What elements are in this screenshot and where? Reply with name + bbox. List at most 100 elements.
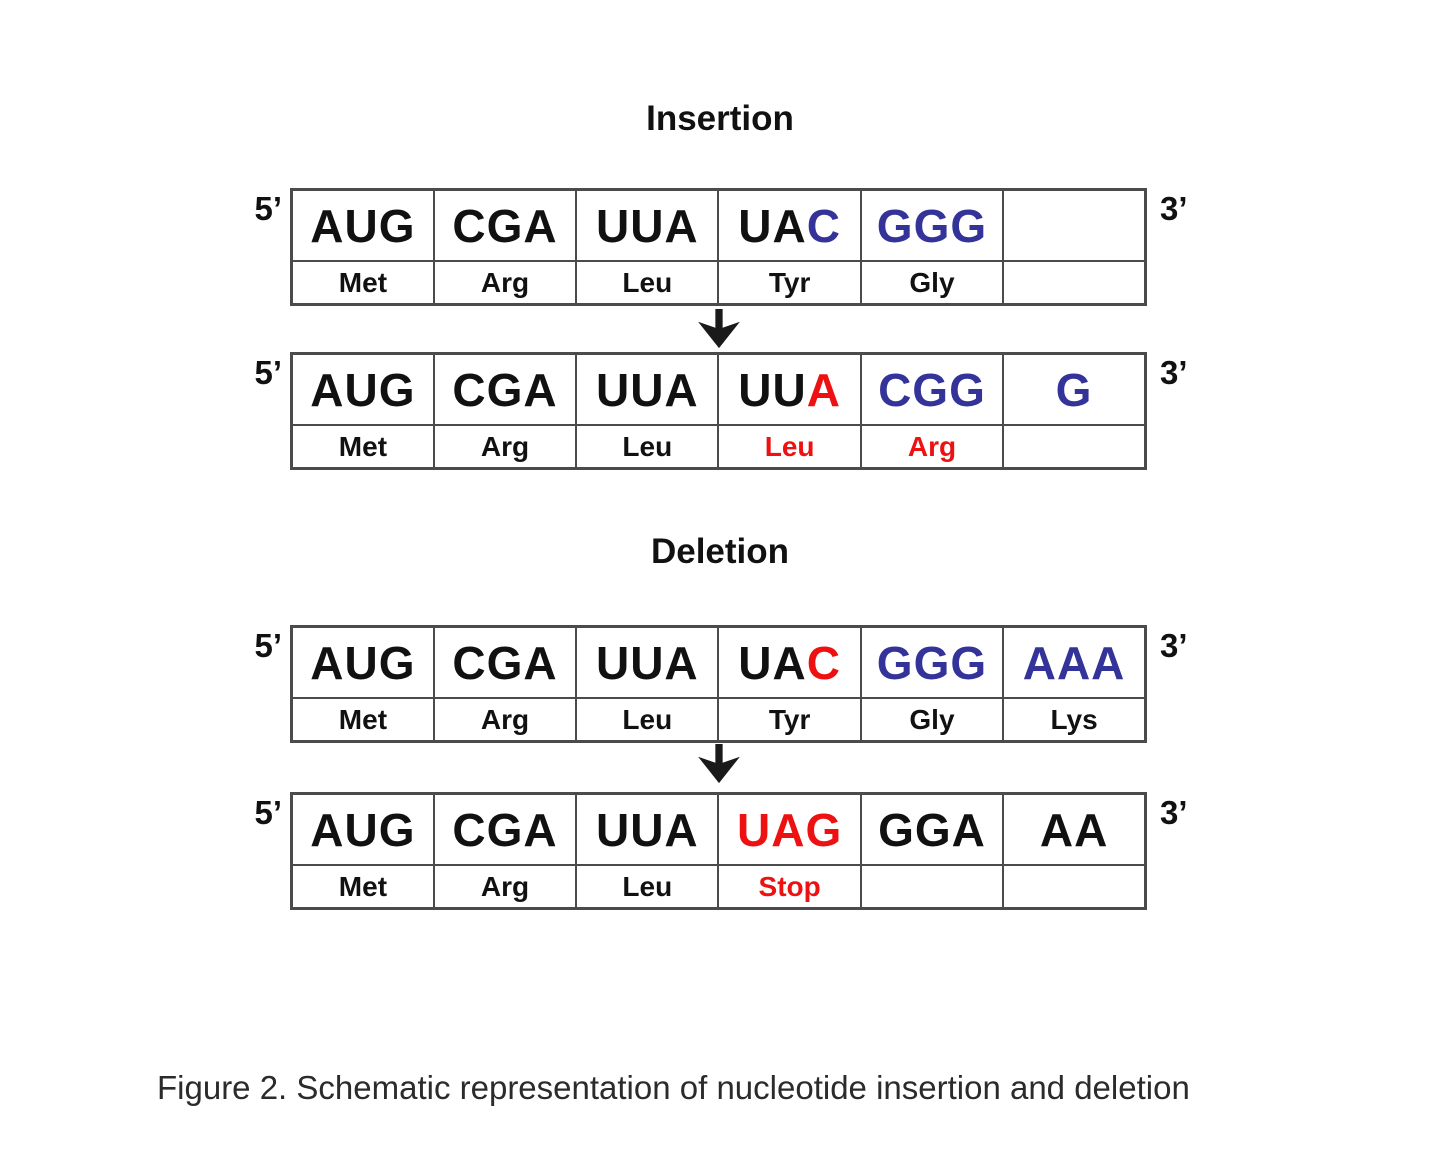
- nucleotide-text: Arg: [480, 703, 530, 735]
- nucleotide-text: CGA: [452, 636, 558, 689]
- nucleotide-text: GGG: [876, 199, 988, 252]
- codon-cell: UUA: [575, 792, 720, 866]
- amino-acid-cell: Leu: [717, 424, 862, 470]
- nucleotide-text: Arg: [907, 430, 957, 462]
- nucleotide-text: UA: [738, 199, 807, 252]
- codon-cell: CGA: [432, 625, 578, 699]
- nucleotide-text: AUG: [310, 803, 416, 856]
- nucleotide-text: A: [806, 363, 841, 416]
- nucleotide-text: AUG: [310, 636, 416, 689]
- nucleotide-text: Tyr: [768, 703, 811, 735]
- five-prime-label: 5’: [254, 627, 282, 664]
- nucleotide-text: UA: [738, 636, 807, 689]
- codon-cell: [1002, 188, 1147, 262]
- five-prime-label: 5’: [254, 190, 282, 227]
- nucleotide-text: UU: [738, 363, 807, 416]
- amino-acid-cell: Lys: [1002, 697, 1147, 743]
- nucleotide-text: GGA: [878, 803, 986, 856]
- figure-caption: Figure 2. Schematic representation of nu…: [157, 1069, 1190, 1106]
- codon-cell: G: [1002, 352, 1147, 426]
- nucleotide-text: Lys: [1050, 703, 1098, 735]
- codon-cell: GGA: [859, 792, 1005, 866]
- amino-acid-cell: Met: [290, 424, 435, 470]
- strand-deletion-before: 5’ AUG CGA UUA UAC GGG AAA Met Arg Leu Tyr Gly Lys 3’: [0, 625, 1440, 751]
- nucleotide-text: UUA: [595, 363, 699, 416]
- codon-cell: GGG: [859, 625, 1005, 699]
- nucleotide-text: GGG: [876, 636, 988, 689]
- codon-cell: UAC: [717, 625, 862, 699]
- nucleotide-text: Leu: [764, 430, 815, 462]
- section-title-deletion: Deletion: [650, 532, 790, 571]
- three-prime-label: 3’: [1160, 627, 1188, 664]
- amino-acid-cell: Leu: [575, 697, 720, 743]
- amino-acid-cell: Arg: [859, 424, 1005, 470]
- nucleotide-text: Tyr: [768, 266, 811, 298]
- nucleotide-text: UUA: [595, 199, 699, 252]
- nucleotide-text: Gly: [909, 266, 955, 298]
- codon-table: AUG CGA UUA UAC GGG AAA Met Arg Leu Tyr Gly Lys: [290, 625, 1147, 743]
- nucleotide-text: AAA: [1022, 636, 1126, 689]
- codon-cell: UUA: [717, 352, 862, 426]
- amino-acid-cell: Gly: [859, 260, 1005, 306]
- nucleotide-text: C: [806, 636, 841, 689]
- amino-acid-cell: Tyr: [717, 697, 862, 743]
- codon-row: AUG CGA UUA UAC GGG AAA: [290, 625, 1147, 699]
- nucleotide-text: G: [1055, 363, 1093, 416]
- amino-acid-cell: Gly: [859, 697, 1005, 743]
- codon-cell: CGA: [432, 188, 578, 262]
- codon-cell: UUA: [575, 352, 720, 426]
- codon-cell: AUG: [290, 352, 435, 426]
- amino-acid-cell: [1002, 260, 1147, 306]
- nucleotide-text: Met: [338, 703, 388, 735]
- nucleotide-text: UUA: [595, 803, 699, 856]
- nucleotide-text: CGG: [878, 363, 986, 416]
- amino-acid-row: Met Arg Leu Leu Arg: [290, 424, 1147, 470]
- nucleotide-text: Met: [338, 870, 388, 902]
- nucleotide-text: Arg: [480, 430, 530, 462]
- codon-cell: UAC: [717, 188, 862, 262]
- nucleotide-text: Arg: [480, 870, 530, 902]
- nucleotide-text: UUA: [595, 636, 699, 689]
- amino-acid-cell: [1002, 424, 1147, 470]
- nucleotide-text: CGA: [452, 363, 558, 416]
- amino-acid-row: Met Arg Leu Tyr Gly Lys: [290, 697, 1147, 743]
- amino-acid-cell: Arg: [432, 697, 578, 743]
- down-arrow-icon: [694, 309, 744, 349]
- amino-acid-row: Met Arg Leu Tyr Gly: [290, 260, 1147, 306]
- nucleotide-text: Leu: [622, 430, 673, 462]
- codon-cell: UUA: [575, 625, 720, 699]
- codon-cell: GGG: [859, 188, 1005, 262]
- amino-acid-cell: Arg: [432, 864, 578, 910]
- nucleotide-text: Arg: [480, 266, 530, 298]
- codon-cell: UAG: [717, 792, 862, 866]
- amino-acid-cell: Leu: [575, 864, 720, 910]
- section-title-insertion: Insertion: [646, 99, 794, 138]
- nucleotide-text: AUG: [310, 363, 416, 416]
- nucleotide-text: Leu: [622, 266, 673, 298]
- nucleotide-text: Met: [338, 266, 388, 298]
- amino-acid-cell: [1002, 864, 1147, 910]
- down-arrow-icon: [694, 744, 744, 784]
- amino-acid-cell: Leu: [575, 260, 720, 306]
- codon-cell: CGA: [432, 352, 578, 426]
- three-prime-label: 3’: [1160, 354, 1188, 391]
- amino-acid-cell: Arg: [432, 424, 578, 470]
- codon-cell: AUG: [290, 792, 435, 866]
- nucleotide-text: Stop: [758, 870, 821, 902]
- codon-cell: AUG: [290, 625, 435, 699]
- nucleotide-text: UAG: [737, 803, 843, 856]
- amino-acid-cell: Stop: [717, 864, 862, 910]
- amino-acid-cell: Met: [290, 260, 435, 306]
- nucleotide-text: C: [806, 199, 841, 252]
- nucleotide-text: Leu: [622, 870, 673, 902]
- amino-acid-row: Met Arg Leu Stop: [290, 864, 1147, 910]
- five-prime-label: 5’: [254, 354, 282, 391]
- amino-acid-cell: Tyr: [717, 260, 862, 306]
- nucleotide-text: Gly: [909, 703, 955, 735]
- amino-acid-cell: Met: [290, 697, 435, 743]
